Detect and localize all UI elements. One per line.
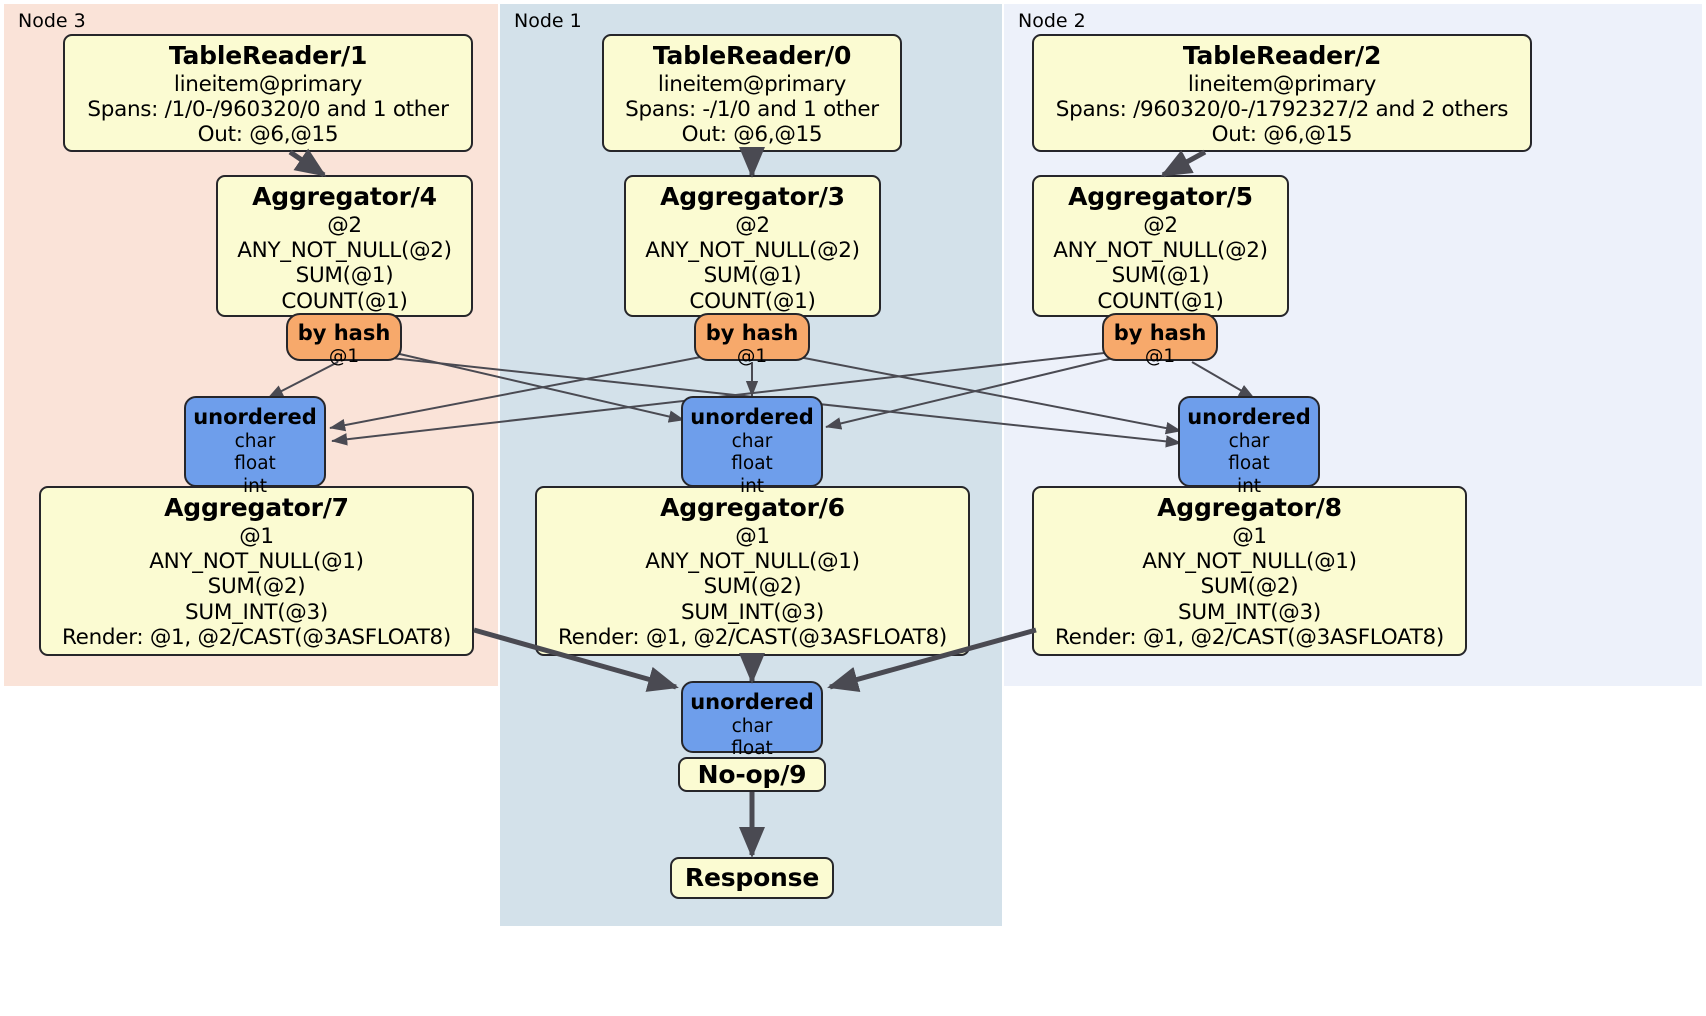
processor-detail-line: @1 — [239, 523, 274, 549]
edge-hash-right-to-unordered-center — [825, 357, 1114, 430]
processor-detail-line: Render: @1, @2/CAST(@3ASFLOAT8) — [62, 624, 451, 650]
processor-detail-line: ANY_NOT_NULL(@1) — [1142, 548, 1357, 574]
synchronizer-type: int — [739, 475, 765, 497]
processor-title: Aggregator/5 — [1068, 182, 1253, 211]
edge-hash-center-to-unordered-left — [329, 355, 707, 432]
processor-table-reader-0[interactable]: TableReader/0 lineitem@primary Spans: -/… — [602, 34, 902, 152]
synchronizer-title: unordered — [690, 405, 814, 429]
processor-title: TableReader/0 — [652, 41, 852, 70]
router-detail-line: @1 — [328, 346, 360, 368]
processor-detail-line: @2 — [327, 212, 362, 238]
edge-hash-left-to-unordered-left — [267, 361, 339, 399]
processor-aggregator-4[interactable]: Aggregator/4 @2 ANY_NOT_NULL(@2) SUM(@1)… — [216, 175, 473, 317]
synchronizer-title: unordered — [690, 690, 814, 714]
synchronizer-title: unordered — [1187, 405, 1311, 429]
synchronizer-type: char — [234, 430, 276, 452]
node-label-node2: Node 2 — [1018, 10, 1086, 32]
synchronizer-type: int — [1236, 475, 1262, 497]
processor-aggregator-8[interactable]: Aggregator/8 @1 ANY_NOT_NULL(@1) SUM(@2)… — [1032, 486, 1467, 656]
processor-detail-line: COUNT(@1) — [281, 288, 408, 314]
processor-detail-line: lineitem@primary — [657, 71, 847, 97]
processor-title: Aggregator/3 — [660, 182, 845, 211]
processor-detail-line: ANY_NOT_NULL(@1) — [645, 548, 860, 574]
synchronizer-type: char — [731, 715, 773, 737]
processor-title: Response — [684, 863, 820, 893]
processor-title: Aggregator/8 — [1157, 493, 1342, 522]
synchronizer-type: float — [731, 453, 773, 475]
synchronizer-unordered-center[interactable]: unordered char float int — [681, 396, 823, 497]
processor-detail-line: ANY_NOT_NULL(@1) — [149, 548, 364, 574]
processor-detail-line: ANY_NOT_NULL(@2) — [1053, 237, 1268, 263]
processor-detail-line: Spans: /960320/0-/1792327/2 and 2 others — [1055, 96, 1509, 122]
processor-detail-line: @2 — [735, 212, 770, 238]
synchronizer-unordered-right[interactable]: unordered char float int — [1178, 396, 1320, 497]
edge-agg8-to-unordered-final — [827, 627, 1037, 693]
processor-detail-line: COUNT(@1) — [689, 288, 816, 314]
synchronizer-type: float — [731, 738, 773, 760]
synchronizer-unordered-left[interactable]: unordered char float int — [184, 396, 326, 497]
router-by-hash-left[interactable]: by hash @1 — [286, 313, 402, 367]
processor-title: Aggregator/7 — [164, 493, 349, 522]
processor-detail-line: SUM(@1) — [295, 263, 394, 289]
router-title: by hash — [705, 321, 799, 345]
synchronizer-type: float — [234, 453, 276, 475]
processor-detail-line: Out: @6,@15 — [681, 122, 823, 148]
processor-detail-line: COUNT(@1) — [1097, 288, 1224, 314]
processor-table-reader-2[interactable]: TableReader/2 lineitem@primary Spans: /9… — [1032, 34, 1532, 152]
processor-noop-9[interactable]: No-op/9 — [678, 757, 826, 792]
processor-detail-line: @1 — [1232, 523, 1267, 549]
processor-title: TableReader/2 — [1182, 41, 1382, 70]
edge-agg7-to-unordered-final — [473, 627, 679, 692]
edge-reader2-to-agg5 — [1160, 149, 1207, 178]
processor-title: No-op/9 — [697, 759, 807, 789]
edge-reader1-to-agg4 — [288, 148, 327, 178]
processor-detail-line: ANY_NOT_NULL(@2) — [237, 237, 452, 263]
processor-detail-line: ANY_NOT_NULL(@2) — [645, 237, 860, 263]
synchronizer-type: char — [1228, 430, 1270, 452]
processor-aggregator-6[interactable]: Aggregator/6 @1 ANY_NOT_NULL(@1) SUM(@2)… — [535, 486, 970, 656]
processor-detail-line: SUM_INT(@3) — [1178, 599, 1321, 625]
node-label-node3: Node 3 — [18, 10, 86, 32]
node-label-node1: Node 1 — [514, 10, 582, 32]
processor-detail-line: SUM(@1) — [1111, 263, 1210, 289]
router-detail-line: @1 — [1144, 346, 1176, 368]
synchronizer-unordered-final[interactable]: unordered char float — [681, 681, 823, 759]
edge-hash-right-to-unordered-right — [1191, 361, 1255, 399]
synchronizer-type: char — [731, 430, 773, 452]
processor-title: TableReader/1 — [168, 41, 368, 70]
router-title: by hash — [1113, 321, 1207, 345]
processor-aggregator-3[interactable]: Aggregator/3 @2 ANY_NOT_NULL(@2) SUM(@1)… — [624, 175, 881, 317]
processor-table-reader-1[interactable]: TableReader/1 lineitem@primary Spans: /1… — [63, 34, 473, 152]
processor-detail-line: Spans: /1/0-/960320/0 and 1 other — [87, 96, 449, 122]
processor-detail-line: SUM(@2) — [703, 574, 802, 600]
processor-detail-line: SUM(@1) — [703, 263, 802, 289]
processor-detail-line: @1 — [735, 523, 770, 549]
processor-detail-line: Out: @6,@15 — [1211, 122, 1353, 148]
synchronizer-title: unordered — [193, 405, 317, 429]
processor-detail-line: Render: @1, @2/CAST(@3ASFLOAT8) — [558, 624, 947, 650]
processor-aggregator-5[interactable]: Aggregator/5 @2 ANY_NOT_NULL(@2) SUM(@1)… — [1032, 175, 1289, 317]
processor-detail-line: Render: @1, @2/CAST(@3ASFLOAT8) — [1055, 624, 1444, 650]
processor-title: Aggregator/4 — [252, 182, 437, 211]
edge-hash-center-to-unordered-right — [798, 356, 1182, 435]
synchronizer-type: float — [1228, 453, 1270, 475]
processor-detail-line: SUM_INT(@3) — [185, 599, 328, 625]
processor-detail-line: lineitem@primary — [173, 71, 363, 97]
router-by-hash-right[interactable]: by hash @1 — [1102, 313, 1218, 367]
processor-aggregator-7[interactable]: Aggregator/7 @1 ANY_NOT_NULL(@1) SUM(@2)… — [39, 486, 474, 656]
processor-detail-line: @2 — [1143, 212, 1178, 238]
router-detail-line: @1 — [736, 346, 768, 368]
processor-detail-line: SUM(@2) — [1200, 574, 1299, 600]
processor-detail-line: lineitem@primary — [1187, 71, 1377, 97]
router-by-hash-center[interactable]: by hash @1 — [694, 313, 810, 367]
processor-detail-line: Spans: -/1/0 and 1 other — [625, 96, 879, 122]
synchronizer-type: int — [242, 475, 268, 497]
processor-detail-line: Out: @6,@15 — [197, 122, 339, 148]
processor-detail-line: SUM(@2) — [207, 574, 306, 600]
processor-title: Aggregator/6 — [660, 493, 845, 522]
router-title: by hash — [297, 321, 391, 345]
processor-detail-line: SUM_INT(@3) — [681, 599, 824, 625]
